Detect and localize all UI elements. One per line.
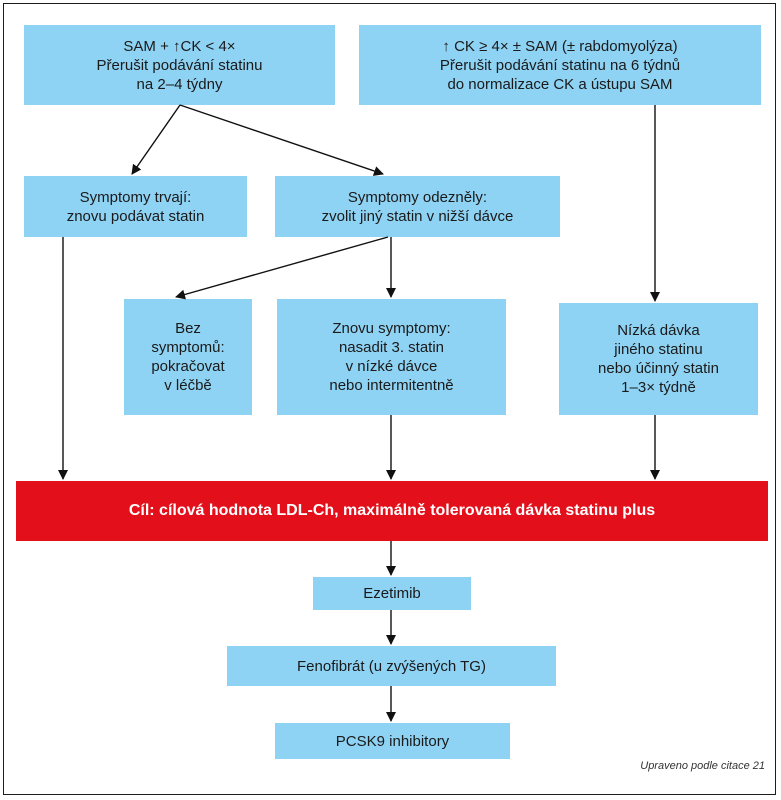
arrow-to-subside: [179, 104, 384, 176]
box-line: 1–3× týdně: [621, 379, 696, 396]
arrow-to-persist: [131, 104, 181, 175]
box-line: Symptomy trvají:: [79, 188, 192, 206]
box-line: v léčbě: [164, 377, 212, 394]
box-ck-high: ↑ CK ≥ 4× ± SAM (± rabdomyolýza) Přeruši…: [359, 25, 761, 105]
box-line: Nízká dávka: [617, 322, 700, 339]
box-line: Fenofibrát (u zvýšených TG): [297, 657, 486, 675]
box-line: Symptomy odezněly:: [347, 188, 488, 206]
box-line: symptomů:: [151, 339, 225, 356]
box-line: Přerušit podávání statinu: [96, 56, 263, 74]
box-line: Ezetimib: [363, 585, 421, 602]
box-symptoms-again: Znovu symptomy: nasadit 3. statin v nízk…: [277, 299, 506, 415]
box-line: nasadit 3. statin: [338, 339, 445, 356]
source-footnote: Upraveno podle citace 21: [640, 760, 765, 772]
box-line: nebo intermitentně: [329, 377, 454, 394]
arrow-to-no-symptoms: [175, 236, 389, 300]
box-line: PCSK9 inhibitory: [335, 732, 450, 750]
box-line: v nízké dávce: [345, 358, 438, 375]
box-line: na 2–4 týdny: [136, 75, 223, 93]
box-line: znovu podávat statin: [66, 207, 205, 225]
box-line: ↑ CK ≥ 4× ± SAM (± rabdomyolýza): [442, 37, 678, 55]
box-no-symptoms: Bez symptomů: pokračovat v léčbě: [124, 299, 252, 415]
box-sam-low-ck: SAM + ↑CK < 4× Přerušit podávání statinu…: [24, 25, 335, 105]
box-line: jiného statinu: [614, 341, 703, 358]
box-line: Bez: [175, 320, 201, 337]
box-low-dose: Nízká dávka jiného statinu nebo účinný s…: [559, 303, 758, 415]
box-symptoms-persist: Symptomy trvají: znovu podávat statin: [24, 176, 247, 237]
box-line: do normalizace CK a ústupu SAM: [447, 75, 673, 93]
box-line: zvolit jiný statin v nižší dávce: [321, 207, 514, 225]
box-pcsk9: PCSK9 inhibitory: [275, 723, 510, 759]
box-fenofibrat: Fenofibrát (u zvýšených TG): [227, 646, 556, 686]
box-line: nebo účinný statin: [598, 360, 719, 377]
box-line: Znovu symptomy:: [332, 320, 451, 337]
box-line: pokračovat: [151, 358, 225, 375]
box-line: Přerušit podávání statinu na 6 týdnů: [439, 56, 681, 74]
box-symptoms-subside: Symptomy odezněly: zvolit jiný statin v …: [275, 176, 560, 237]
box-ezetimib: Ezetimib: [313, 577, 471, 610]
goal-banner: Cíl: cílová hodnota LDL-Ch, maximálně to…: [16, 481, 768, 541]
box-line: SAM + ↑CK < 4×: [123, 37, 236, 55]
